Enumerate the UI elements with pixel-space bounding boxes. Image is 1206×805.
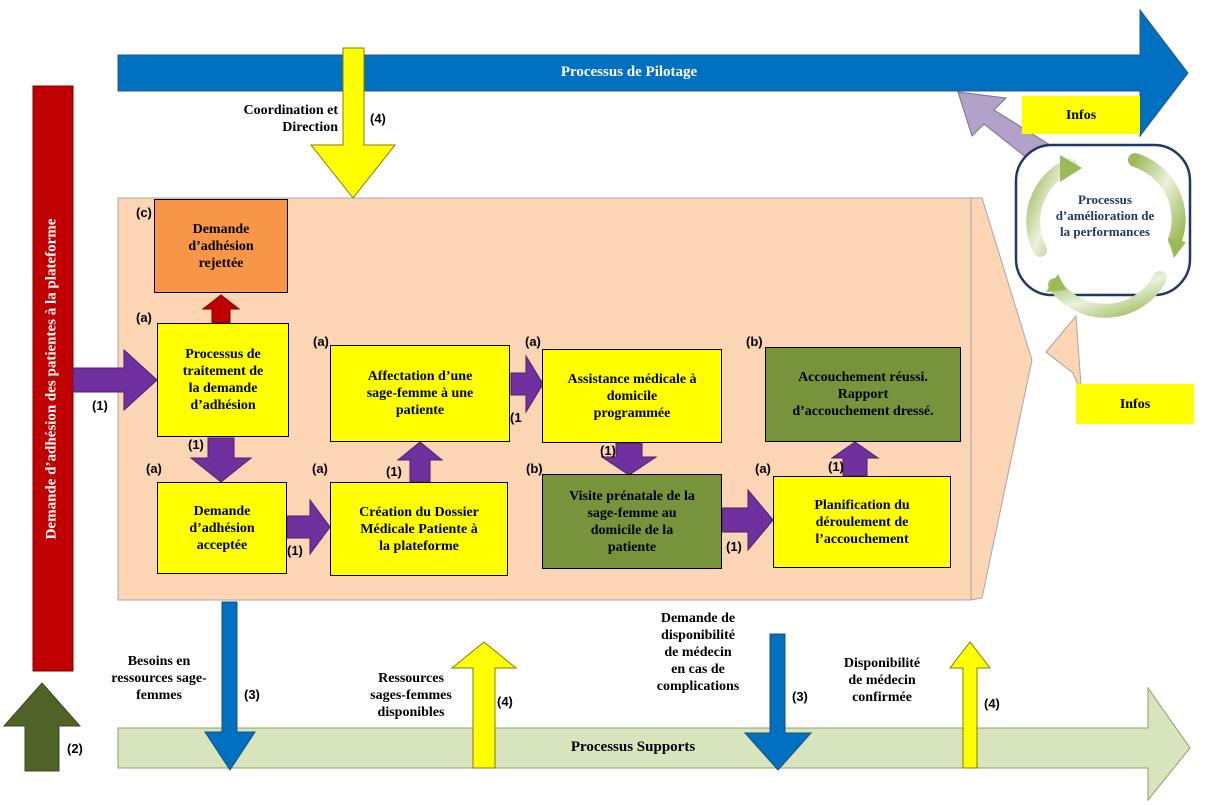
bottom-left-up-arrow [2,682,82,772]
dossier-tag: (a) [312,461,328,476]
support-arrow-ressources [450,641,518,769]
processing-tag: (a) [136,310,152,325]
flow-arrow-assistance-visite [600,442,658,476]
improvement-cycle-arrows [1026,153,1186,318]
flow-arrow-dossier-affectation [396,441,444,483]
rejected-tag: (c) [136,205,152,220]
coordination-arrow [309,47,397,199]
improvement-label: Processus d’amélioration de la performan… [1055,192,1155,239]
dossier-box: Création du Dossier Médicale Patiente à … [330,482,508,576]
pilotage-arrow [117,8,1189,138]
support-label-ressources: Ressources sages-femmes disponibles [370,671,452,720]
left-red-bar [32,85,74,672]
coordination-label: Coordination et Direction [243,103,339,135]
visite-box: Visite prénatale de la sage-femme au dom… [542,474,722,569]
bottom-left-step: (2) [67,741,83,756]
step-accepted-dossier: (1) [287,543,303,558]
accouchement-tag: (b) [746,334,763,349]
planification-tag: (a) [755,461,771,476]
rejected-box: Demande d’adhésion rejettée [154,199,288,293]
step-processing-accepted: (1) [188,437,204,452]
main-process-chevron [970,197,1033,601]
support-step-ressources: (4) [497,694,513,709]
step-planification-accouchement: (1) [828,459,844,474]
support-label-disponibilite: Disponibilité de médecin confirmée [843,656,921,705]
assistance-tag: (a) [525,334,541,349]
support-label-demande-medecin: Demande de disponibilité de médecin en c… [656,611,740,694]
affectation-tag: (a) [313,334,329,349]
affectation-box: Affectation d’une sage-femme à une patie… [330,345,510,442]
step-assistance-visite: (1) [600,443,616,458]
flow-arrow-planification-accouchement [830,441,880,477]
accouchement-box: Accouchement réussi. Rapport d’accouchem… [765,347,961,442]
infos-wedge [1045,314,1083,396]
step-visite-planification: (1) [726,539,742,554]
reject-arrow [201,294,241,324]
improvement-cycle-arrowheads [1046,155,1186,292]
accepted-box: Demande d’adhésion acceptée [157,482,287,574]
improvement-frame [1014,143,1192,297]
supports-arrow [117,686,1191,802]
infos-right-box: Infos [1076,384,1194,424]
support-arrow-disponibilite [948,641,992,769]
entry-arrow [72,348,158,412]
supports-label: Processus Supports [570,739,696,755]
support-step-besoins: (3) [244,687,260,702]
coordination-step: (4) [370,111,386,126]
pilotage-label: Processus de Pilotage [560,64,698,80]
support-step-demande-medecin: (3) [792,689,808,704]
left-bar-label: Demande d’adhésion des patientes à la pl… [43,218,60,540]
support-arrow-besoins [204,601,256,771]
visite-tag: (b) [526,461,543,476]
support-label-besoins: Besoins en ressources sage- femmes [111,654,207,703]
flow-arrow-affectation-assistance [510,354,544,414]
support-step-disponibilite: (4) [984,696,1000,711]
accepted-tag: (a) [146,461,162,476]
infos-top-box: Infos [1022,96,1140,134]
step-dossier-affectation: (1) [386,464,402,479]
entry-step: (1) [92,398,108,413]
assistance-box: Assistance médicale à domicile programmé… [542,349,722,443]
processing-box: Processus de traitement de la demande d’… [157,323,289,437]
flow-arrow-processing-accepted [189,437,253,483]
support-arrow-demande-medecin [743,633,813,771]
step-affectation-assistance: (1 [510,410,522,425]
flow-arrow-accepted-dossier [286,498,331,556]
planification-box: Planification du déroulement de l’accouc… [773,476,951,568]
flow-arrow-visite-planification [721,488,774,552]
